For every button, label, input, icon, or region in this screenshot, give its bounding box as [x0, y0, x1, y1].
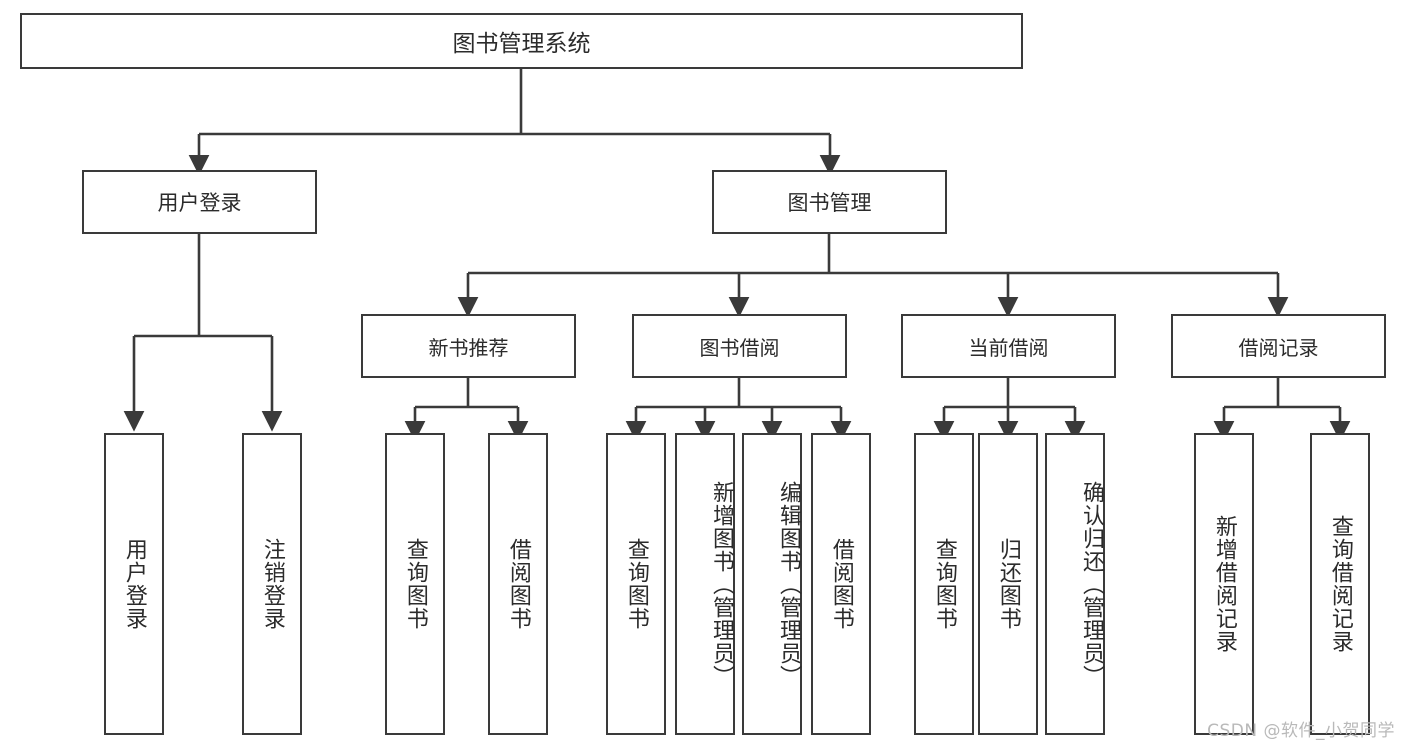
- node-label: 图书借阅: [699, 335, 780, 360]
- leaf-book-borrow-add-book-admin[interactable]: 新增图书（管理员）: [675, 433, 735, 735]
- node-user-login[interactable]: 用户登录: [82, 170, 317, 234]
- leaf-book-borrow-edit-book-admin[interactable]: 编辑图书（管理员）: [742, 433, 802, 735]
- leaf-new-book-borrow-book[interactable]: 借阅图书: [488, 433, 548, 735]
- node-label: 借阅记录: [1238, 335, 1319, 360]
- leaf-current-borrow-query-book[interactable]: 查询图书: [914, 433, 974, 735]
- node-root-book-management-system[interactable]: 图书管理系统: [20, 13, 1023, 69]
- leaf-user-login-logout[interactable]: 注销登录: [242, 433, 302, 735]
- leaf-user-login-login[interactable]: 用户登录: [104, 433, 164, 735]
- leaf-borrow-record-add-record[interactable]: 新增借阅记录: [1194, 433, 1254, 735]
- watermark-text: CSDN @软件_小贺同学: [1207, 721, 1395, 741]
- node-label: 新书推荐: [428, 335, 509, 360]
- node-new-book-recommend[interactable]: 新书推荐: [361, 314, 576, 378]
- node-book-management[interactable]: 图书管理: [712, 170, 947, 234]
- leaf-current-borrow-confirm-return-admin[interactable]: 确认归还（管理员）: [1045, 433, 1105, 735]
- node-label: 归还图书: [995, 538, 1021, 630]
- node-label: 新增图书（管理员）: [709, 480, 734, 688]
- node-label: 查询借阅记录: [1327, 515, 1353, 653]
- node-label: 当前借阅: [968, 335, 1049, 360]
- node-label: 新增借阅记录: [1211, 515, 1237, 653]
- node-label: 用户登录: [121, 538, 147, 630]
- node-label: 确认归还（管理员）: [1079, 480, 1104, 688]
- node-borrow-record[interactable]: 借阅记录: [1171, 314, 1386, 378]
- node-current-borrow[interactable]: 当前借阅: [901, 314, 1116, 378]
- node-label: 编辑图书（管理员）: [776, 480, 801, 688]
- node-label: 图书管理: [787, 191, 872, 215]
- node-label: 借阅图书: [828, 538, 854, 630]
- node-label: 查询图书: [402, 538, 428, 630]
- leaf-new-book-query-book[interactable]: 查询图书: [385, 433, 445, 735]
- leaf-book-borrow-query-book[interactable]: 查询图书: [606, 433, 666, 735]
- node-label: 注销登录: [259, 538, 285, 630]
- leaf-current-borrow-return-book[interactable]: 归还图书: [978, 433, 1038, 735]
- node-label: 图书管理系统: [452, 31, 591, 57]
- node-book-borrow[interactable]: 图书借阅: [632, 314, 847, 378]
- node-label: 查询图书: [931, 538, 957, 630]
- node-label: 用户登录: [157, 191, 242, 215]
- leaf-book-borrow-borrow-book[interactable]: 借阅图书: [811, 433, 871, 735]
- node-label: 借阅图书: [505, 538, 531, 630]
- node-label: 查询图书: [623, 538, 649, 630]
- leaf-borrow-record-query-record[interactable]: 查询借阅记录: [1310, 433, 1370, 735]
